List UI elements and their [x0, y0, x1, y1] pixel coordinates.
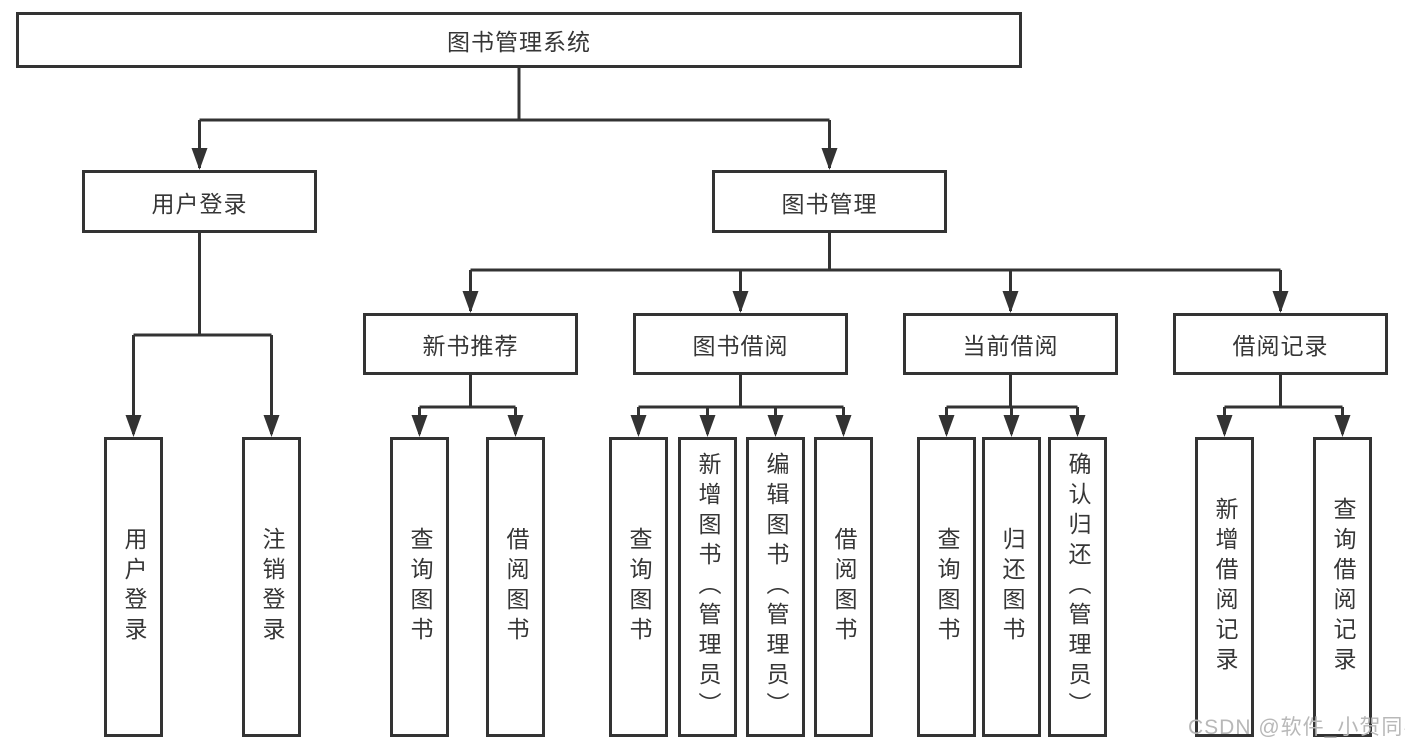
node-new-book-recommend-label: 新书推荐 — [422, 333, 519, 359]
leaf-user-login: 用户登录 — [104, 437, 163, 737]
leaf-borrow-books-borrow-label: 借阅图书 — [831, 527, 857, 647]
node-book-borrow-label: 图书借阅 — [692, 333, 789, 359]
leaf-borrow-books-borrow: 借阅图书 — [814, 437, 873, 737]
node-book-management: 图书管理 — [712, 170, 947, 233]
node-current-borrow-label: 当前借阅 — [962, 333, 1059, 359]
node-root-label: 图书管理系统 — [447, 29, 591, 55]
node-book-management-label: 图书管理 — [781, 190, 878, 217]
leaf-query-books-recommend: 查询图书 — [390, 437, 449, 737]
csdn-watermark: CSDN @软件_小贺同学 — [1188, 716, 1405, 739]
leaf-query-borrow-record-label: 查询借阅记录 — [1330, 497, 1356, 677]
leaf-return-books-label: 归还图书 — [999, 527, 1025, 647]
leaf-query-borrow-record: 查询借阅记录 — [1313, 437, 1372, 737]
leaf-query-books-recommend-label: 查询图书 — [407, 527, 433, 647]
leaf-add-borrow-record-label: 新增借阅记录 — [1212, 497, 1238, 677]
leaf-add-books-admin-label: 新增图书（管理员） — [695, 452, 721, 722]
leaf-query-books-current: 查询图书 — [917, 437, 976, 737]
leaf-edit-books-admin-label: 编辑图书（管理员） — [763, 452, 789, 722]
leaf-logout: 注销登录 — [242, 437, 301, 737]
node-new-book-recommend: 新书推荐 — [363, 313, 578, 375]
leaf-confirm-return-admin-label: 确认归还（管理员） — [1065, 452, 1091, 722]
leaf-user-login-label: 用户登录 — [121, 527, 147, 647]
node-user-login: 用户登录 — [82, 170, 317, 233]
leaf-add-books-admin: 新增图书（管理员） — [678, 437, 737, 737]
node-user-login-label: 用户登录 — [151, 190, 248, 217]
leaf-query-books-borrow: 查询图书 — [609, 437, 668, 737]
leaf-borrow-books-recommend-label: 借阅图书 — [503, 527, 529, 647]
leaf-return-books: 归还图书 — [982, 437, 1041, 737]
connector-lines — [132, 68, 1344, 434]
leaf-logout-label: 注销登录 — [259, 527, 285, 647]
leaf-borrow-books-recommend: 借阅图书 — [486, 437, 545, 737]
node-root: 图书管理系统 — [16, 12, 1022, 68]
arrowheads — [125, 148, 1351, 437]
leaf-edit-books-admin: 编辑图书（管理员） — [746, 437, 805, 737]
leaf-query-books-borrow-label: 查询图书 — [626, 527, 652, 647]
node-borrow-records: 借阅记录 — [1173, 313, 1388, 375]
leaf-add-borrow-record: 新增借阅记录 — [1195, 437, 1254, 737]
node-borrow-records-label: 借阅记录 — [1232, 333, 1329, 359]
node-current-borrow: 当前借阅 — [903, 313, 1118, 375]
leaf-query-books-current-label: 查询图书 — [934, 527, 960, 647]
node-book-borrow: 图书借阅 — [633, 313, 848, 375]
leaf-confirm-return-admin: 确认归还（管理员） — [1048, 437, 1107, 737]
